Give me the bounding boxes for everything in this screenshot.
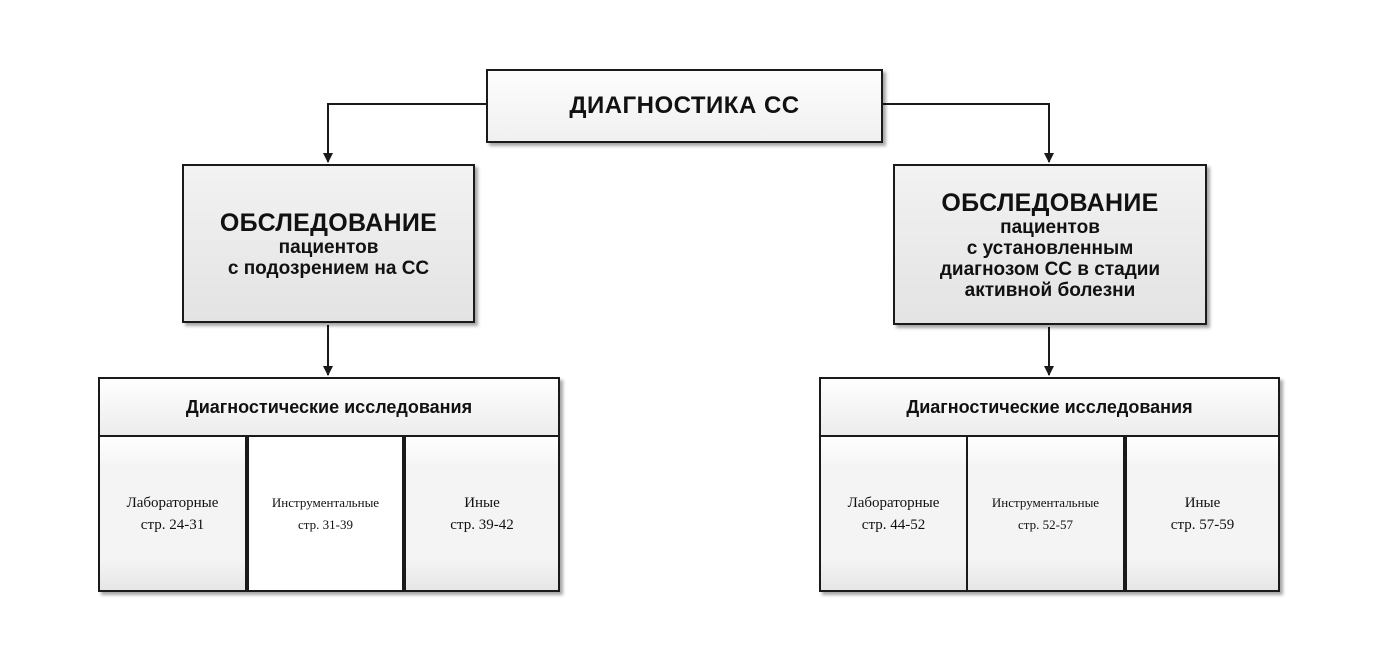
exam-established-line: активной болезни	[964, 279, 1136, 301]
diagnostics-root-title: ДИАГНОСТИКА СС	[569, 92, 800, 119]
cell-instrumental: Инструментальные стр. 52-57	[966, 437, 1123, 590]
exam-suspected-line: с подозрением на СС	[227, 257, 430, 279]
diagnostic-studies-header: Диагностические исследования	[100, 379, 558, 437]
arrow-root-to-left-exam	[323, 103, 486, 163]
cell-laboratory-name: Лабораторные	[126, 494, 219, 511]
diagnostic-studies-panel-established: Диагностические исследования Лабораторны…	[819, 377, 1280, 592]
exam-established-line: диагнозом СС в стадии	[939, 258, 1161, 280]
cell-instrumental-name: Инструментальные	[271, 494, 380, 510]
diagnostic-studies-header: Диагностические исследования	[821, 379, 1278, 437]
cell-laboratory: Лабораторные стр. 44-52	[821, 437, 966, 590]
cell-instrumental-pages: стр. 31-39	[298, 516, 353, 532]
exam-suspected-box: ОБСЛЕДОВАНИЕ пациентов с подозрением на …	[182, 164, 475, 323]
exam-established-title: ОБСЛЕДОВАНИЕ	[941, 188, 1159, 217]
cell-instrumental-pages: стр. 52-57	[1018, 516, 1073, 532]
exam-suspected-line: пациентов	[278, 236, 379, 258]
arrow-root-to-right-exam	[883, 103, 1054, 163]
cell-other: Иные стр. 57-59	[1123, 437, 1278, 590]
cell-laboratory-pages: стр. 44-52	[861, 516, 926, 533]
cell-other-name: Иные	[464, 494, 500, 511]
cell-laboratory: Лабораторные стр. 24-31	[100, 437, 245, 590]
cell-instrumental: Инструментальные стр. 31-39	[245, 437, 402, 590]
cell-other-pages: стр. 39-42	[450, 516, 514, 533]
cell-instrumental-name: Инструментальные	[991, 494, 1100, 510]
exam-suspected-title: ОБСЛЕДОВАНИЕ	[219, 208, 438, 237]
exam-established-line: пациентов	[1000, 216, 1100, 238]
exam-established-line: с установленным	[966, 237, 1134, 259]
cell-other: Иные стр. 39-42	[402, 437, 558, 590]
exam-established-box: ОБСЛЕДОВАНИЕ пациентов с установленным д…	[893, 164, 1207, 325]
cell-laboratory-name: Лабораторные	[847, 494, 940, 511]
diagnostics-root-box: ДИАГНОСТИКА СС	[486, 69, 883, 143]
diagnostic-studies-panel-suspected: Диагностические исследования Лабораторны…	[98, 377, 560, 592]
cell-other-name: Иные	[1184, 494, 1221, 511]
cell-other-pages: стр. 57-59	[1170, 516, 1235, 533]
cell-laboratory-pages: стр. 24-31	[140, 516, 205, 533]
